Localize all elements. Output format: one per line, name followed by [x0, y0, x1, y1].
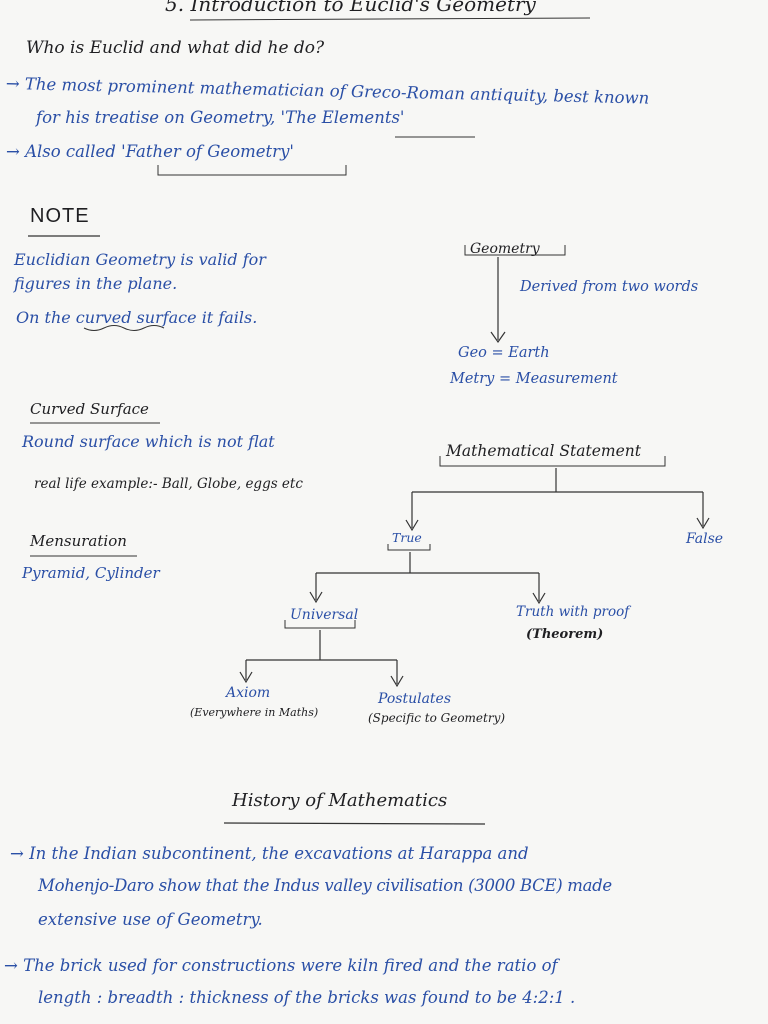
tree-theorem: (Theorem): [526, 627, 604, 642]
geometry-derived: Derived from two words: [520, 279, 699, 295]
geometry-geo: Geo = Earth: [458, 345, 550, 361]
history-line: → In the Indian subcontinent, the excava…: [10, 844, 529, 863]
geometry-word: Geometry: [470, 241, 540, 257]
curved-line: real life example:- Ball, Globe, eggs et…: [34, 476, 303, 492]
tree-universal: Universal: [290, 607, 359, 623]
mensuration-line: Pyramid, Cylinder: [22, 564, 160, 582]
bullet-line: → Also called 'Father of Geometry': [6, 142, 294, 161]
tree-postulates: Postulates: [378, 691, 452, 707]
tree-false: False: [686, 531, 724, 547]
bullet-line: for his treatise on Geometry, 'The Eleme…: [36, 108, 405, 127]
curved-heading: Curved Surface: [30, 400, 149, 418]
tree-axiom-note: (Everywhere in Maths): [190, 706, 319, 719]
tree-root: Mathematical Statement: [446, 442, 641, 460]
note-line: On the curved surface it fails.: [16, 308, 258, 327]
tree-true: True: [392, 530, 422, 545]
tree-axiom: Axiom: [226, 685, 271, 701]
history-line: length : breadth : thickness of the bric…: [38, 988, 576, 1007]
tree-truth: Truth with proof: [516, 604, 630, 620]
note-heading: NOTE: [30, 205, 90, 227]
note-line: figures in the plane.: [14, 274, 178, 293]
page-title: 5. Introduction to Euclid's Geometry: [165, 0, 536, 16]
curved-line: Round surface which is not flat: [22, 432, 275, 451]
history-line: → The brick used for constructions were …: [4, 956, 558, 975]
tree-postulates-note: (Specific to Geometry): [368, 711, 506, 725]
history-line: extensive use of Geometry.: [38, 910, 263, 929]
history-line: Mohenjo-Daro show that the Indus valley …: [38, 876, 612, 895]
mensuration-heading: Mensuration: [30, 532, 127, 550]
geometry-metry: Metry = Measurement: [450, 371, 618, 387]
history-heading: History of Mathematics: [232, 790, 448, 811]
note-line: Euclidian Geometry is valid for: [14, 250, 266, 269]
question-heading: Who is Euclid and what did he do?: [26, 38, 325, 58]
